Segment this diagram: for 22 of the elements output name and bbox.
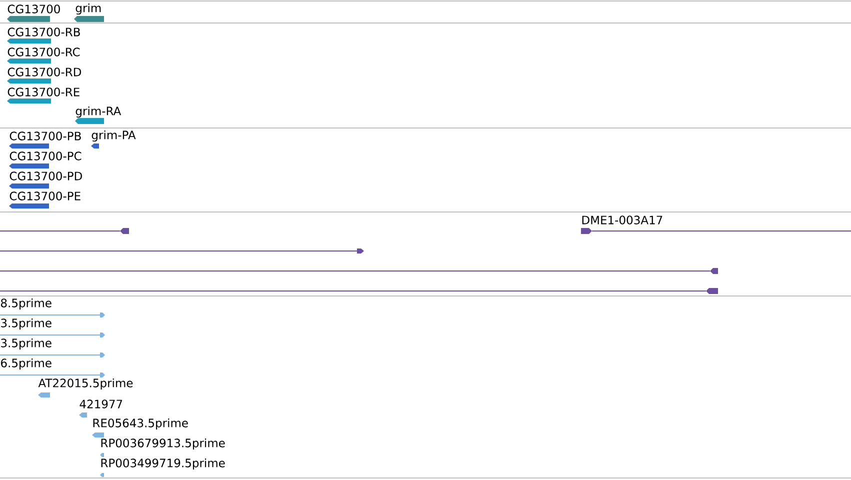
feature-label: 8.5prime bbox=[0, 298, 52, 310]
feature-label: 3.5prime bbox=[1, 338, 52, 350]
feature-label: AT22015.5prime bbox=[38, 378, 133, 390]
feature-label: RP003679913.5prime bbox=[101, 438, 225, 450]
feature-label: CG13700-PE bbox=[10, 192, 80, 200]
feature-label: CG13700-PC bbox=[10, 152, 82, 160]
feature-label: CG13700-RE bbox=[8, 88, 80, 96]
feature-label: CG13700-RC bbox=[8, 48, 80, 56]
feature-label: DME1-003A17 bbox=[582, 216, 662, 224]
feature-label: 3.5prime bbox=[1, 318, 52, 330]
feature-label: grim-RA bbox=[76, 106, 122, 118]
feature-label: CG13700-PB bbox=[10, 132, 81, 140]
feature-label: CG13700-PD bbox=[10, 172, 82, 180]
feature-label: CG13700-RD bbox=[8, 68, 82, 76]
feature-label: RP003499719.5prime bbox=[101, 458, 225, 470]
feature-label: RE05643.5prime bbox=[93, 418, 188, 430]
feature-label: CG13700 bbox=[8, 4, 60, 14]
feature-label: grim bbox=[76, 3, 101, 15]
feature-label: 6.5prime bbox=[1, 358, 52, 370]
feature-label: grim-PA bbox=[92, 130, 136, 142]
feature-label: CG13700-RB bbox=[8, 28, 80, 36]
feature-label: 421977 bbox=[80, 400, 122, 408]
